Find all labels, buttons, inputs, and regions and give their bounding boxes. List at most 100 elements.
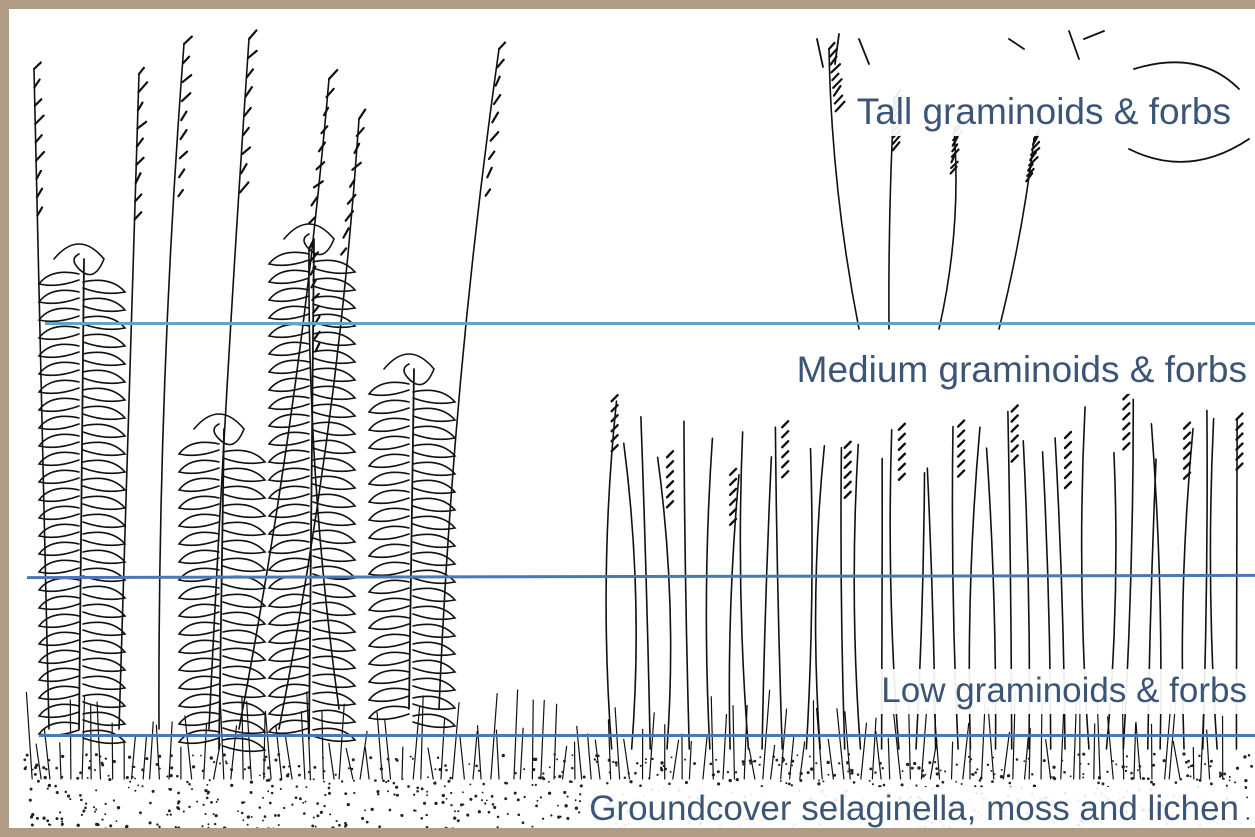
groundcover-dot [486, 799, 488, 801]
sketch-stroke [413, 444, 455, 457]
sketch-stroke [178, 190, 182, 196]
groundcover-dot [749, 762, 751, 764]
groundcover-dot [85, 754, 87, 756]
groundcover-dot [145, 757, 148, 760]
groundcover-dot [241, 812, 244, 815]
groundcover-dot [256, 827, 259, 830]
sketch-stroke [37, 189, 42, 198]
sketch-stroke [83, 352, 125, 365]
groundcover-dot [742, 763, 744, 765]
sketch-stroke [1074, 705, 1077, 779]
groundcover-dot [396, 759, 399, 762]
groundcover-dot [1142, 777, 1145, 780]
groundcover-dot [917, 766, 920, 769]
groundcover-dot [445, 769, 448, 772]
groundcover-dot [95, 808, 97, 810]
groundcover-dot [846, 761, 849, 764]
groundcover-dot [444, 785, 446, 787]
sketch-stroke [83, 442, 125, 455]
sketch-stroke [83, 532, 125, 545]
sketch-stroke [343, 228, 348, 237]
groundcover-dot [263, 758, 266, 761]
sketch-stroke [1123, 423, 1129, 429]
sketch-stroke [1012, 416, 1018, 422]
sketch-stroke [369, 616, 409, 629]
sketch-stroke [1123, 433, 1129, 439]
groundcover-dot [213, 761, 215, 763]
groundcover-dot [116, 829, 118, 831]
groundcover-dot [671, 756, 673, 758]
groundcover-dot [542, 777, 545, 780]
groundcover-dot [274, 758, 277, 761]
groundcover-dot [350, 768, 353, 771]
groundcover-dot [42, 766, 45, 769]
groundcover-dot [385, 781, 387, 783]
groundcover-dot [225, 760, 227, 762]
groundcover-dot [540, 796, 542, 798]
groundcover-dot [441, 831, 444, 834]
groundcover-dot [26, 754, 29, 757]
sketch-stroke [83, 460, 125, 473]
layer-label-medium: Medium graminoids & forbs [791, 347, 1253, 394]
groundcover-dot [85, 802, 87, 804]
sketch-stroke [641, 417, 650, 749]
groundcover-dot [1102, 782, 1105, 785]
groundcover-dot [815, 762, 817, 764]
sketch-stroke [39, 650, 79, 663]
groundcover-dot [994, 773, 996, 775]
groundcover-dot [296, 785, 298, 787]
sketch-stroke [828, 739, 833, 779]
groundcover-dot [101, 763, 104, 766]
groundcover-dot [437, 757, 439, 759]
groundcover-dot [166, 775, 168, 777]
groundcover-dot [850, 769, 853, 772]
sketch-stroke [413, 480, 455, 493]
groundcover-dot [1150, 781, 1153, 784]
groundcover-dot [93, 806, 95, 808]
groundcover-dot [152, 790, 155, 793]
groundcover-dot [382, 779, 385, 782]
sketch-stroke [836, 102, 845, 112]
groundcover-dot [204, 813, 206, 815]
groundcover-dot [59, 811, 61, 813]
groundcover-dot [370, 808, 373, 811]
groundcover-dot [359, 832, 361, 834]
groundcover-dot [65, 791, 68, 794]
groundcover-dot [34, 773, 37, 776]
groundcover-dot [735, 771, 737, 773]
groundcover-dot [569, 780, 572, 783]
groundcover-dot [1125, 770, 1127, 772]
groundcover-dot [572, 754, 574, 756]
sketch-stroke [413, 678, 455, 691]
groundcover-dot [316, 802, 319, 805]
sketch-stroke [83, 478, 125, 491]
sketch-stroke [958, 431, 964, 437]
sketch-stroke [39, 506, 79, 519]
sketch-stroke [1207, 730, 1210, 779]
sketch-stroke [369, 454, 409, 467]
sketch-stroke [241, 164, 246, 173]
groundcover-dot [955, 781, 957, 783]
groundcover-dot [277, 753, 280, 756]
sketch-stroke [452, 703, 459, 779]
sketch-stroke [1184, 433, 1190, 439]
sketch-stroke [854, 444, 860, 749]
sketch-stroke [194, 414, 244, 445]
sketch-stroke [284, 224, 334, 255]
sketch-stroke [615, 708, 620, 779]
groundcover-dot [128, 787, 130, 789]
groundcover-dot [1182, 829, 1185, 832]
groundcover-dot [170, 813, 172, 815]
groundcover-dot [248, 766, 251, 769]
sketch-stroke [782, 441, 788, 447]
sketch-stroke [952, 742, 953, 779]
sketch-stroke [269, 486, 309, 499]
groundcover-dot [1063, 771, 1066, 774]
sketch-stroke [264, 715, 265, 779]
sketch-stroke [624, 443, 636, 749]
groundcover-dot [484, 802, 486, 804]
groundcover-dot [1209, 765, 1211, 767]
groundcover-dot [629, 780, 632, 783]
sketch-stroke [313, 296, 355, 309]
sketch-stroke [845, 482, 851, 488]
